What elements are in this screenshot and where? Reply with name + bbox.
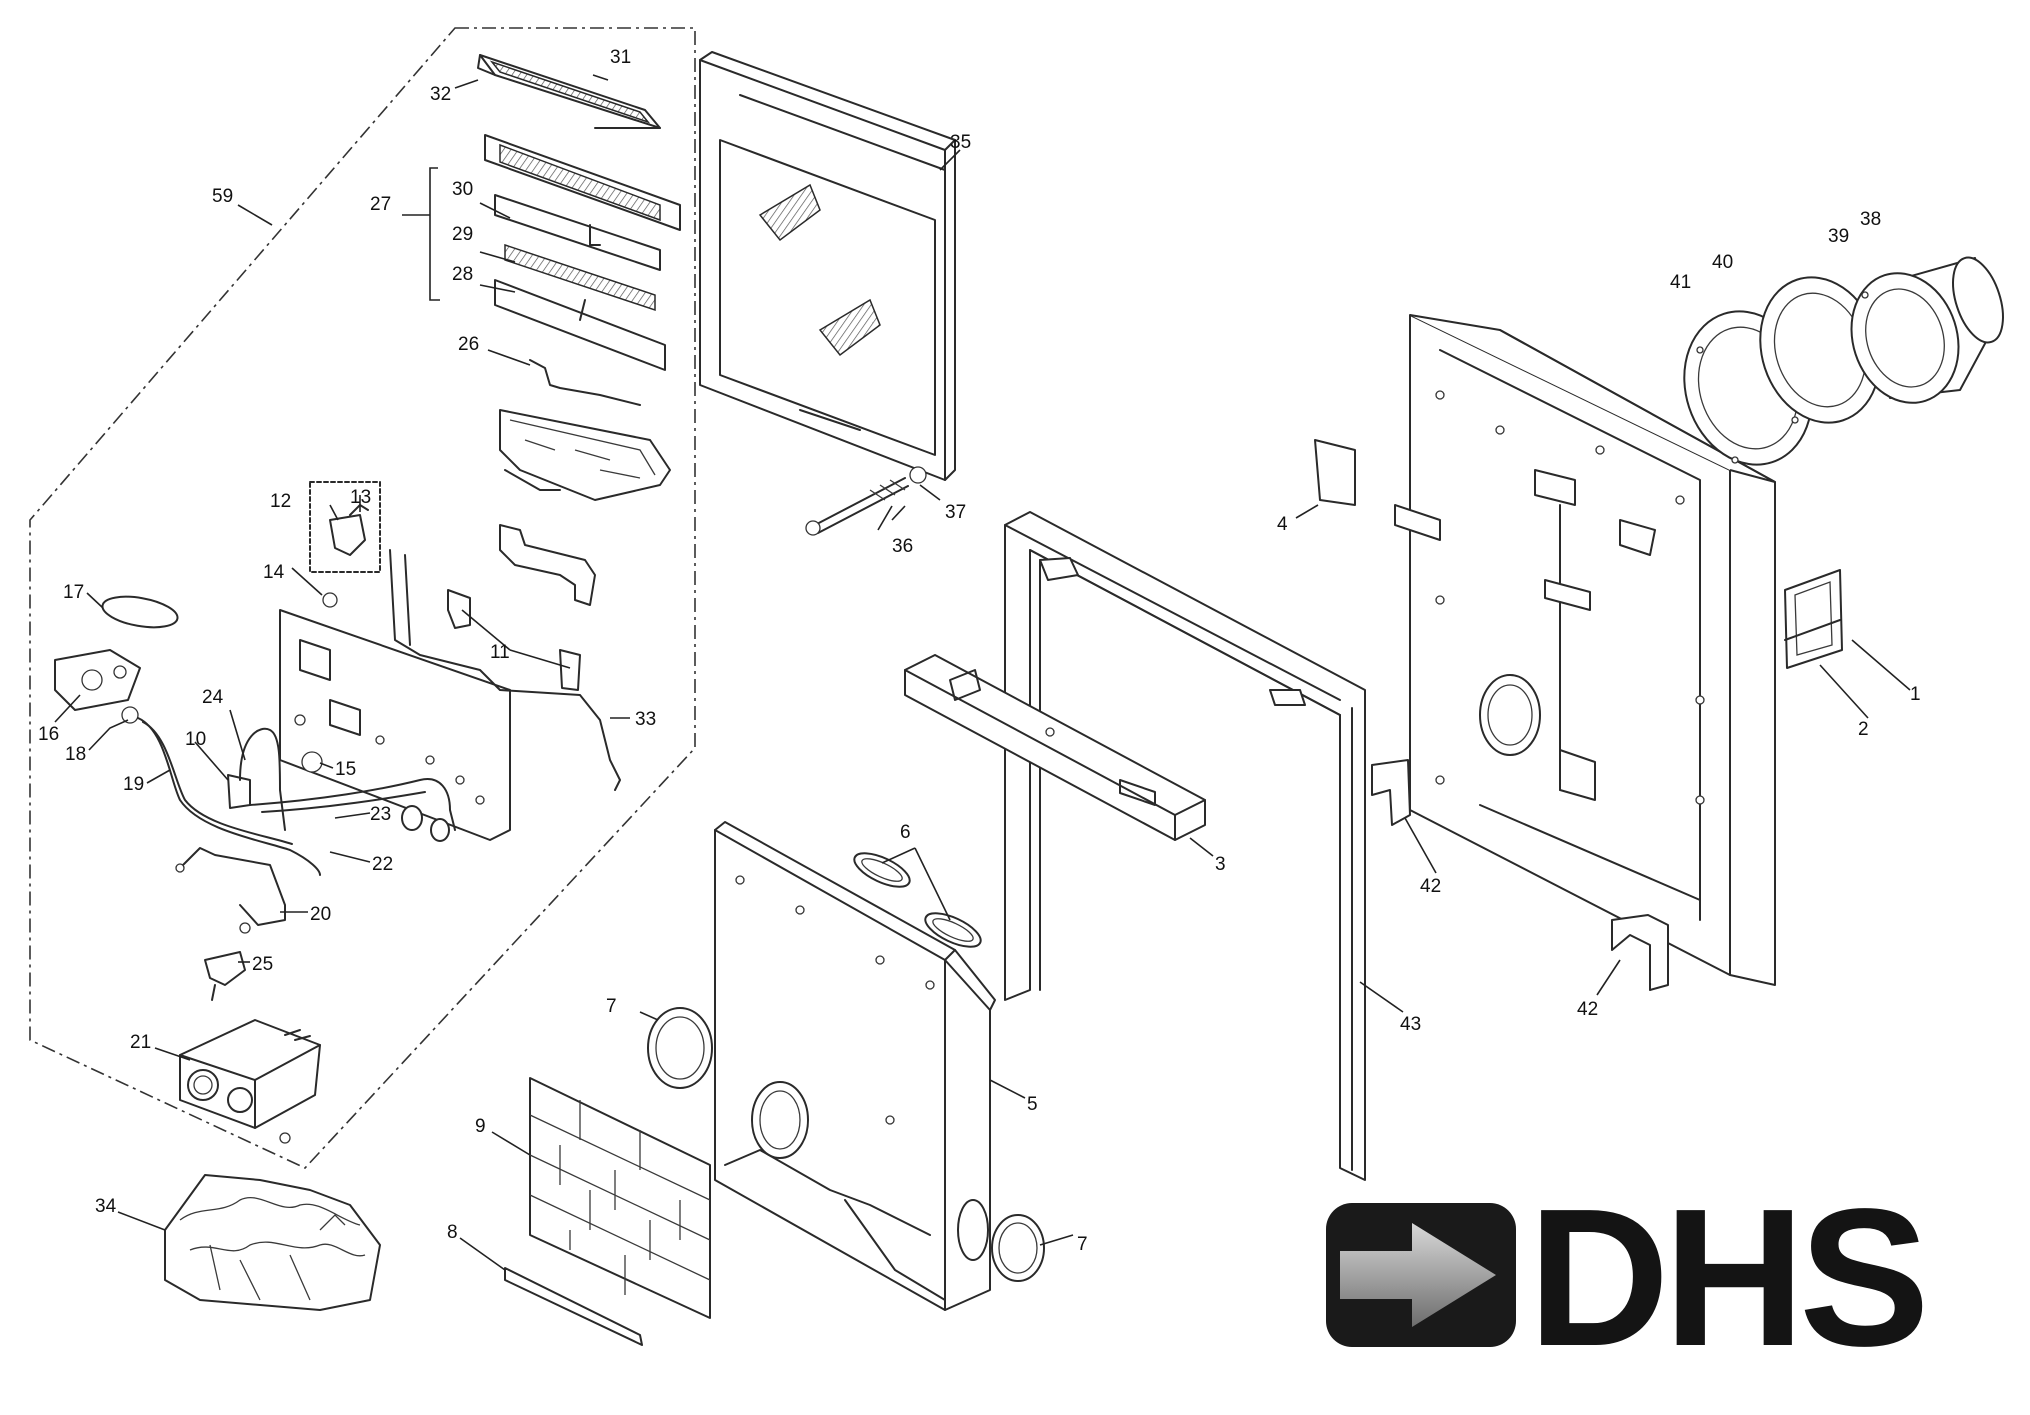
callout-18: 18 [65, 744, 86, 765]
callout-39: 39 [1828, 226, 1849, 247]
rear-housing [1394, 314, 1776, 986]
part-36-37-bolt [805, 466, 927, 536]
callout-41: 41 [1670, 272, 1691, 293]
part-20-bracket [179, 847, 286, 926]
part-15-nut [301, 751, 323, 773]
part-21-gas-valve [179, 1019, 321, 1144]
part-27-burner-assembly [429, 134, 681, 371]
part-3-cross-bracket [904, 654, 1206, 841]
callout-8: 8 [447, 1222, 458, 1243]
callout-17: 17 [63, 582, 84, 603]
assembly-59-boundary [29, 27, 696, 1169]
part-14-nut [322, 592, 338, 608]
part-34-log-set [164, 1174, 381, 1311]
callout-20: 20 [310, 904, 331, 925]
callout-21: 21 [130, 1032, 151, 1053]
callout-38: 38 [1860, 209, 1881, 230]
part-8-strip [504, 1267, 643, 1346]
callout-19: 19 [123, 774, 144, 795]
callout-42a: 42 [1420, 876, 1441, 897]
burner-tray [499, 409, 671, 501]
part-26-bracket [529, 359, 641, 406]
callout-59: 59 [212, 186, 233, 207]
part-31-32-top-strip [477, 54, 661, 129]
part-38-41-flue-collar [1683, 256, 2004, 466]
callout-26: 26 [458, 334, 479, 355]
callout-40: 40 [1712, 252, 1733, 273]
callout-23: 23 [370, 804, 391, 825]
callout-6: 6 [900, 822, 911, 843]
callout-36: 36 [892, 536, 913, 557]
part-9-brick-panel [529, 1077, 711, 1319]
callout-labels: 31 32 59 27 30 29 28 26 35 37 36 4 38 39… [38, 47, 1921, 1255]
callout-35: 35 [950, 132, 971, 153]
callout-5: 5 [1027, 1094, 1038, 1115]
dhs-logo: DHS [1320, 1168, 2020, 1387]
part-25-igniter [204, 951, 246, 1001]
part-5-firebox [714, 821, 996, 1311]
callout-42b: 42 [1577, 999, 1598, 1020]
part-16-valve [54, 649, 141, 711]
callout-9: 9 [475, 1116, 486, 1137]
callout-2: 2 [1858, 719, 1869, 740]
part-43-outer-frame [1004, 511, 1366, 1181]
callout-37: 37 [945, 502, 966, 523]
callout-1: 1 [1910, 684, 1921, 705]
callout-13: 13 [350, 487, 371, 508]
callout-7a: 7 [606, 996, 617, 1017]
part-22-23-gas-line [249, 778, 456, 842]
callout-15: 15 [335, 759, 356, 780]
callout-34: 34 [95, 1196, 117, 1217]
callout-33: 33 [635, 709, 656, 730]
part-7-gaskets [647, 1007, 1045, 1282]
arrow-icon [1326, 1203, 1516, 1347]
part-11-brackets [447, 589, 581, 691]
callout-24: 24 [202, 687, 224, 708]
part-42-brackets [1371, 759, 1669, 991]
mount-bracket [499, 524, 596, 606]
callout-4: 4 [1277, 514, 1288, 535]
callout-7b: 7 [1077, 1234, 1088, 1255]
callout-12: 12 [270, 491, 291, 512]
callout-10: 10 [185, 729, 206, 750]
callout-11: 11 [490, 642, 510, 663]
callout-25: 25 [252, 954, 273, 975]
callout-14: 14 [263, 562, 285, 583]
part-6-gaskets [853, 852, 982, 948]
part-35-door-glass [699, 51, 956, 481]
part-33-control-panel [279, 549, 621, 841]
callout-28: 28 [452, 264, 473, 285]
callout-3: 3 [1215, 854, 1226, 875]
part-24-pilot-tube [239, 727, 286, 831]
logo-text: DHS [1528, 1195, 1924, 1355]
part-18-19-tubing [121, 706, 321, 876]
callout-29: 29 [452, 224, 473, 245]
callout-30: 30 [452, 179, 473, 200]
callout-22: 22 [372, 854, 393, 875]
callout-32: 32 [430, 84, 451, 105]
leader-lines [54, 74, 1911, 1271]
part-4-side-panel [1314, 439, 1356, 506]
callout-16: 16 [38, 724, 59, 745]
part-1-2-vent-plate [1784, 569, 1843, 669]
callout-31: 31 [610, 47, 631, 68]
callout-27: 27 [370, 194, 391, 215]
callout-43: 43 [1400, 1014, 1421, 1035]
part-17-gasket [101, 595, 179, 629]
